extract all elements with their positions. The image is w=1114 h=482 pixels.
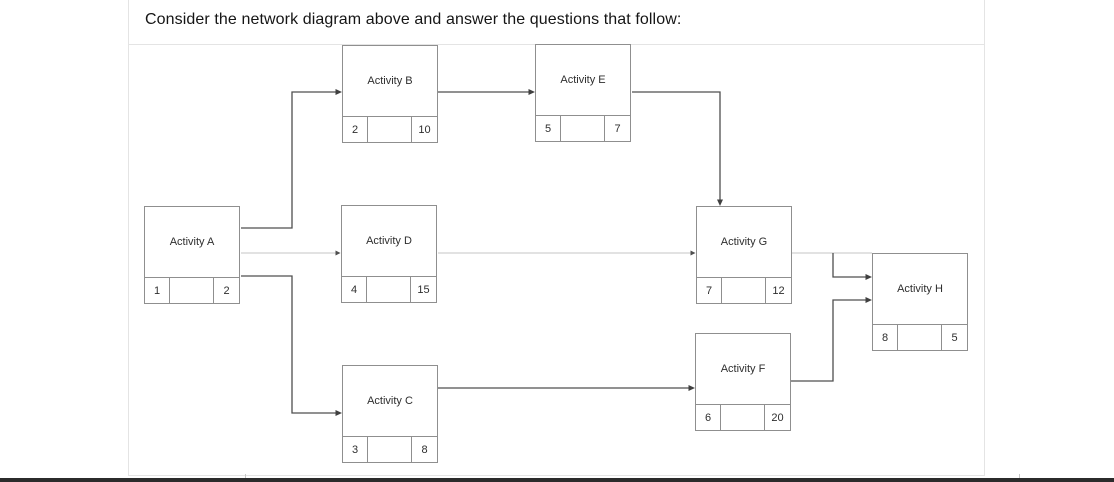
cell-right-value: 8 xyxy=(421,443,428,456)
activity-label: Activity B xyxy=(367,75,413,87)
cell-middle-value xyxy=(720,405,765,430)
bottom-rule xyxy=(0,478,1114,482)
edge-e-g xyxy=(632,91,723,206)
activity-node-b: Activity B 2 10 xyxy=(342,45,438,143)
activity-cells: 1 2 xyxy=(144,278,240,304)
cell-middle-value xyxy=(169,278,214,303)
edge-a-c xyxy=(241,275,342,416)
cell-middle-value xyxy=(560,116,605,141)
activity-label: Activity H xyxy=(897,283,943,295)
cell-right-value: 10 xyxy=(418,123,431,136)
cell-left-value: 5 xyxy=(544,122,552,135)
cell-right-value: 15 xyxy=(417,283,430,296)
activity-node-c: Activity C 3 8 xyxy=(342,365,438,463)
activity-label: Activity E xyxy=(560,74,606,86)
activity-node-a: Activity A 1 2 xyxy=(144,206,240,304)
activity-main-box: Activity A xyxy=(144,206,240,278)
activity-main-box: Activity E xyxy=(535,44,631,116)
activity-cells: 4 15 xyxy=(341,277,437,303)
activity-node-g: Activity G 7 12 xyxy=(696,206,792,304)
cell-right-value: 2 xyxy=(223,284,230,297)
activity-label: Activity A xyxy=(169,236,215,248)
activity-main-box: Activity H xyxy=(872,253,968,325)
activity-main-box: Activity G xyxy=(696,206,792,278)
cell-left-value: 3 xyxy=(351,443,359,456)
activity-cells: 2 10 xyxy=(342,117,438,143)
activity-main-box: Activity C xyxy=(342,365,438,437)
edge-g-h xyxy=(832,253,872,280)
edge-f-h xyxy=(791,297,872,382)
activity-main-box: Activity F xyxy=(695,333,791,405)
cell-middle-value xyxy=(897,325,942,350)
cell-right-value: 5 xyxy=(951,331,958,344)
cell-left-value: 1 xyxy=(153,284,161,297)
cell-right-value: 20 xyxy=(771,411,784,424)
cell-right-value: 12 xyxy=(772,284,785,297)
cell-middle-value xyxy=(366,277,411,302)
activity-label: Activity G xyxy=(720,236,768,248)
activity-label: Activity D xyxy=(366,235,412,247)
cell-left-value: 2 xyxy=(351,123,359,136)
activity-cells: 5 7 xyxy=(535,116,631,142)
question-title: Consider the network diagram above and a… xyxy=(145,11,682,28)
activity-node-h: Activity H 8 5 xyxy=(872,253,968,351)
activity-node-d: Activity D 4 15 xyxy=(341,205,437,303)
activity-cells: 3 8 xyxy=(342,437,438,463)
diagram-panel xyxy=(128,0,985,476)
activity-label: Activity C xyxy=(367,395,413,407)
cell-middle-value xyxy=(367,437,412,462)
cell-right-value: 7 xyxy=(614,122,621,135)
activity-node-e: Activity E 5 7 xyxy=(535,44,631,142)
edge-a-b xyxy=(241,89,342,229)
cell-left-value: 7 xyxy=(705,284,713,297)
activity-main-box: Activity B xyxy=(342,45,438,117)
activity-cells: 6 20 xyxy=(695,405,791,431)
cell-middle-value xyxy=(721,278,766,303)
table-divider-tick xyxy=(1019,474,1020,478)
cell-left-value: 4 xyxy=(350,283,358,296)
activity-cells: 7 12 xyxy=(696,278,792,304)
activity-label: Activity F xyxy=(720,363,766,375)
activity-node-f: Activity F 6 20 xyxy=(695,333,791,431)
cell-middle-value xyxy=(367,117,412,142)
table-divider-tick xyxy=(245,474,246,478)
activity-main-box: Activity D xyxy=(341,205,437,277)
activity-cells: 8 5 xyxy=(872,325,968,351)
cell-left-value: 6 xyxy=(704,411,712,424)
cell-left-value: 8 xyxy=(881,331,889,344)
